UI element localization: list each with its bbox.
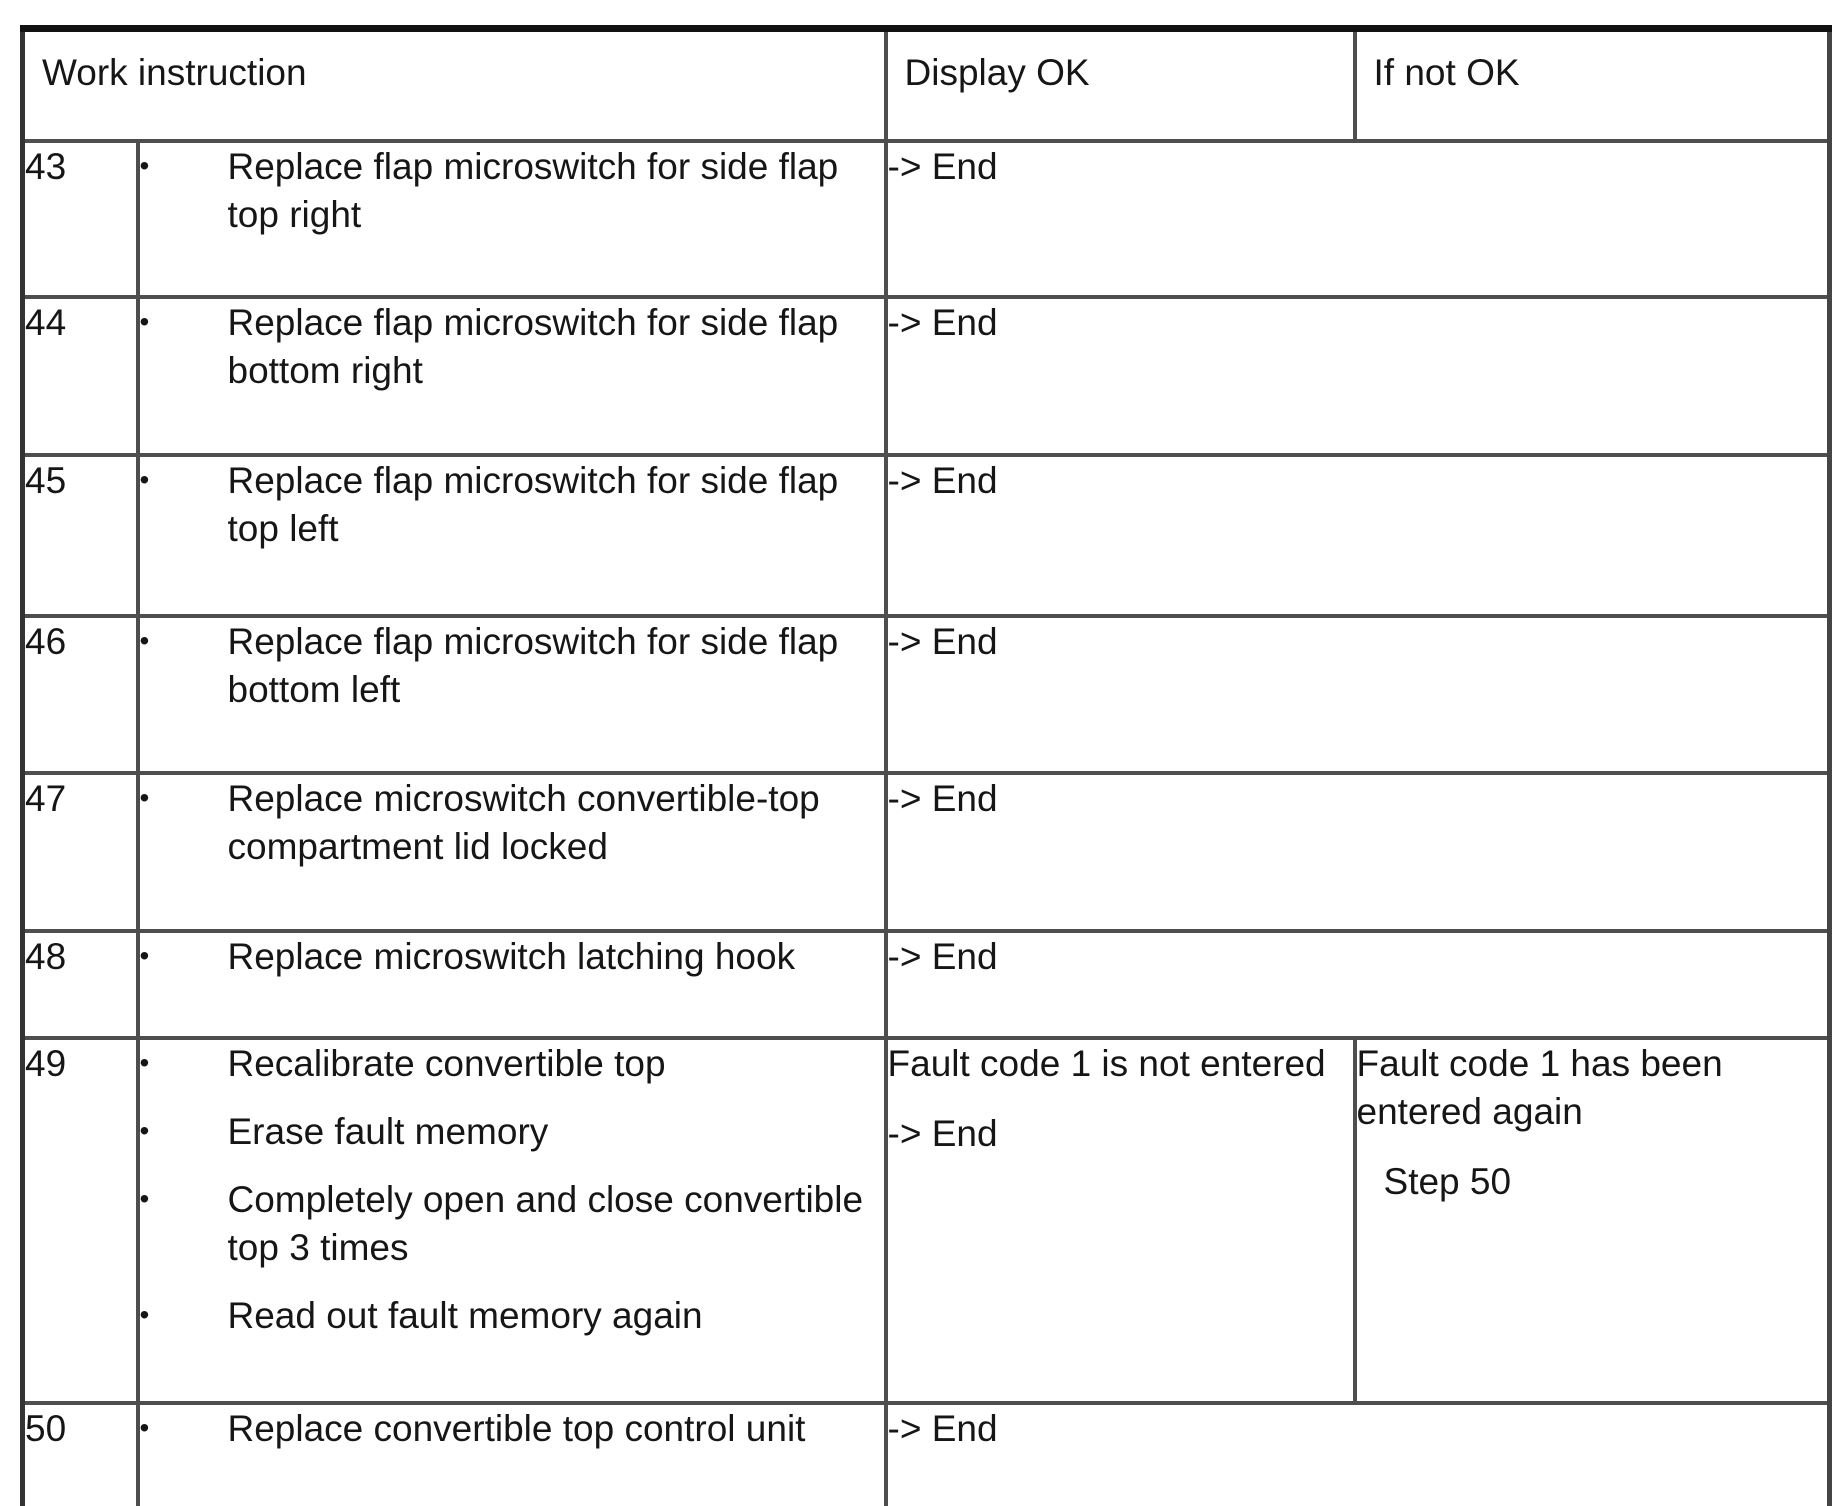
display-ok-cell: -> End: [883, 295, 1832, 457]
instruction-cell: • Replace flap microswitch for side flap …: [135, 295, 888, 457]
instruction-cell: • Replace flap microswitch for side flap …: [135, 614, 888, 775]
instruction-text: Completely open and close convertible to…: [227, 1179, 864, 1268]
step-number-cell: 49: [20, 1036, 140, 1405]
header-display-ok: Display OK: [883, 26, 1357, 143]
bullet-icon: •: [139, 464, 150, 495]
header-if-not-ok: If not OK: [1352, 26, 1832, 143]
step-number-cell: 50: [20, 1401, 140, 1506]
instruction-item: • Recalibrate convertible top: [140, 1040, 884, 1088]
if-not-ok-text: Fault code 1 has been entered again: [1356, 1043, 1723, 1132]
instruction-cell: • Replace flap microswitch for side flap …: [135, 139, 888, 299]
display-ok-text: -> End: [887, 778, 998, 819]
display-ok-text: -> End: [887, 460, 998, 501]
if-not-ok-text: Step 50: [1383, 1161, 1512, 1202]
instruction-text: Erase fault memory: [227, 1111, 549, 1152]
step-number-cell: 44: [20, 295, 140, 457]
bullet-icon: •: [139, 1115, 150, 1146]
bullet-icon: •: [139, 306, 150, 337]
table-row: 46• Replace flap microswitch for side fla…: [20, 614, 1832, 775]
display-ok-cell: -> End: [883, 614, 1832, 775]
table-row: 44• Replace flap microswitch for side fla…: [20, 295, 1832, 457]
table-row: 43• Replace flap microswitch for side fla…: [20, 139, 1832, 299]
display-ok-text: -> End: [887, 146, 998, 187]
instruction-text: Replace microswitch convertible-top comp…: [227, 778, 820, 867]
step-number-cell: 43: [20, 139, 140, 299]
instruction-text: Replace flap microswitch for side flap b…: [227, 302, 839, 391]
table-body: 43•Replace flap microswitch for side fla…: [20, 139, 1832, 1506]
bullet-icon: •: [139, 150, 150, 181]
bullet-icon: •: [139, 625, 150, 656]
instruction-text: Recalibrate convertible top: [227, 1043, 666, 1084]
bullet-icon: •: [139, 1183, 150, 1214]
step-number-cell: 45: [20, 453, 140, 618]
instruction-item: • Completely open and close convertible t…: [140, 1176, 884, 1272]
instruction-cell: • Replace microswitch convertible-top com…: [135, 771, 888, 933]
instruction-text: Replace convertible top control unit: [227, 1408, 806, 1449]
instruction-item: • Read out fault memory again: [140, 1292, 884, 1340]
instruction-item: • Replace microswitch convertible-top com…: [140, 775, 884, 871]
instruction-text: Read out fault memory again: [227, 1295, 703, 1336]
display-ok-text: -> End: [887, 621, 998, 662]
table-row: 45• Replace flap microswitch for side fla…: [20, 453, 1832, 618]
display-ok-text: Fault code 1 is not entered: [887, 1043, 1326, 1084]
instruction-item: • Replace flap microswitch for side flap …: [140, 299, 884, 395]
instruction-text: Replace flap microswitch for side flap b…: [227, 621, 839, 710]
instruction-item: • Erase fault memory: [140, 1108, 884, 1156]
display-ok-cell: -> End: [883, 771, 1832, 933]
bullet-icon: •: [139, 1412, 150, 1443]
display-ok-cell: -> End: [883, 453, 1832, 618]
instruction-item: • Replace microswitch latching hook: [140, 933, 884, 981]
instruction-item: • Replace flap microswitch for side flap …: [140, 143, 884, 239]
work-instruction-table: Work instruction Display OK If not OK 43…: [20, 25, 1833, 1506]
table-row: 49• Recalibrate convertible top • Erase fau…: [20, 1036, 1832, 1405]
step-number-cell: 46: [20, 614, 140, 775]
instruction-cell: • Recalibrate convertible top • Erase fault…: [135, 1036, 888, 1405]
display-ok-cell: -> End: [883, 1401, 1832, 1506]
instruction-cell: • Replace flap microswitch for side flap …: [135, 453, 888, 618]
step-number-cell: 47: [20, 771, 140, 933]
instruction-cell: • Replace convertible top control unit: [135, 1401, 888, 1506]
display-ok-text: -> End: [887, 936, 998, 977]
table-row: 47• Replace microswitch convertible-top c…: [20, 771, 1832, 933]
display-ok-text: -> End: [887, 302, 998, 343]
instruction-item: • Replace flap microswitch for side flap …: [140, 457, 884, 553]
table-row: 48• Replace microswitch latching hook -> E…: [20, 929, 1832, 1040]
bullet-icon: •: [139, 1299, 150, 1330]
display-ok-text: -> End: [887, 1113, 998, 1154]
instruction-item: • Replace convertible top control unit: [140, 1405, 884, 1453]
header-row: Work instruction Display OK If not OK: [20, 26, 1832, 143]
instruction-cell: • Replace microswitch latching hook: [135, 929, 888, 1040]
display-ok-text: -> End: [887, 1408, 998, 1449]
display-ok-cell: -> End: [883, 929, 1832, 1040]
display-ok-cell: Fault code 1 is not entered -> End: [883, 1036, 1357, 1405]
bullet-icon: •: [139, 1047, 150, 1078]
instruction-text: Replace flap microswitch for side flap t…: [227, 146, 839, 235]
bullet-icon: •: [139, 940, 150, 971]
table-header: Work instruction Display OK If not OK: [20, 26, 1832, 143]
table-row: 50• Replace convertible top control unit -…: [20, 1401, 1832, 1506]
step-number-cell: 48: [20, 929, 140, 1040]
bullet-icon: •: [139, 782, 150, 813]
header-work-instruction: Work instruction: [20, 26, 888, 143]
instruction-text: Replace flap microswitch for side flap t…: [227, 460, 839, 549]
instruction-item: • Replace flap microswitch for side flap …: [140, 618, 884, 714]
display-ok-cell: -> End: [883, 139, 1832, 299]
instruction-text: Replace microswitch latching hook: [227, 936, 796, 977]
